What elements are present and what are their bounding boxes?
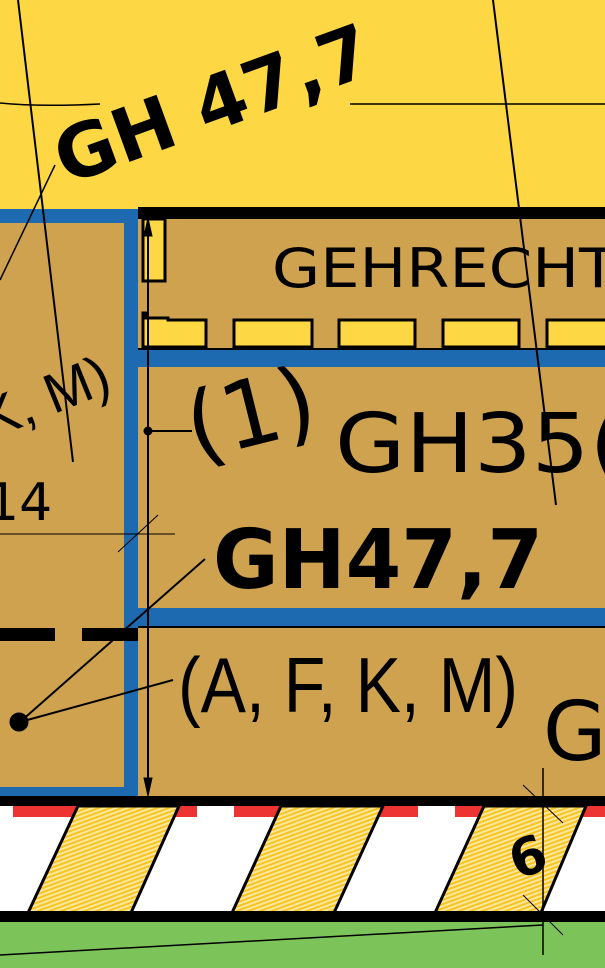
- yellow-zone: [0, 0, 605, 212]
- tan-zone: [0, 212, 605, 802]
- zone-label-gh47: GH47,7: [213, 513, 543, 608]
- uses-label: (A, F, K, M): [178, 641, 518, 729]
- green-zone: [0, 922, 605, 968]
- road-boundary: [0, 911, 605, 922]
- partial-zone-label: G: [543, 685, 605, 780]
- blue-border: [138, 608, 605, 626]
- hatched-crossings: [24, 804, 589, 917]
- gehrecht-label: GEHRECHT: [272, 237, 605, 300]
- zone-label-gh35: GH35(: [335, 397, 605, 492]
- left-parcel-frame: [0, 209, 138, 801]
- reference-point: [9, 712, 29, 732]
- parcel-boundary-top: [138, 207, 605, 219]
- left-number-label: 14: [0, 473, 52, 533]
- dashed-line: [0, 628, 138, 641]
- blue-border: [138, 350, 605, 367]
- parcel-boundary-bottom: [0, 796, 605, 806]
- building-strips: [141, 217, 605, 349]
